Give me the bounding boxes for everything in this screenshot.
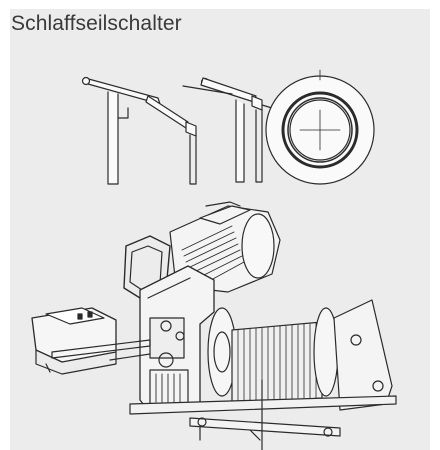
winch-assembly <box>31 201 397 450</box>
page-title: Schlaffseilschalter <box>11 12 182 35</box>
lever-arm-detail-2 <box>182 77 273 183</box>
lever-arm-detail-1 <box>81 76 197 185</box>
rope-drum-section-detail <box>265 69 375 185</box>
